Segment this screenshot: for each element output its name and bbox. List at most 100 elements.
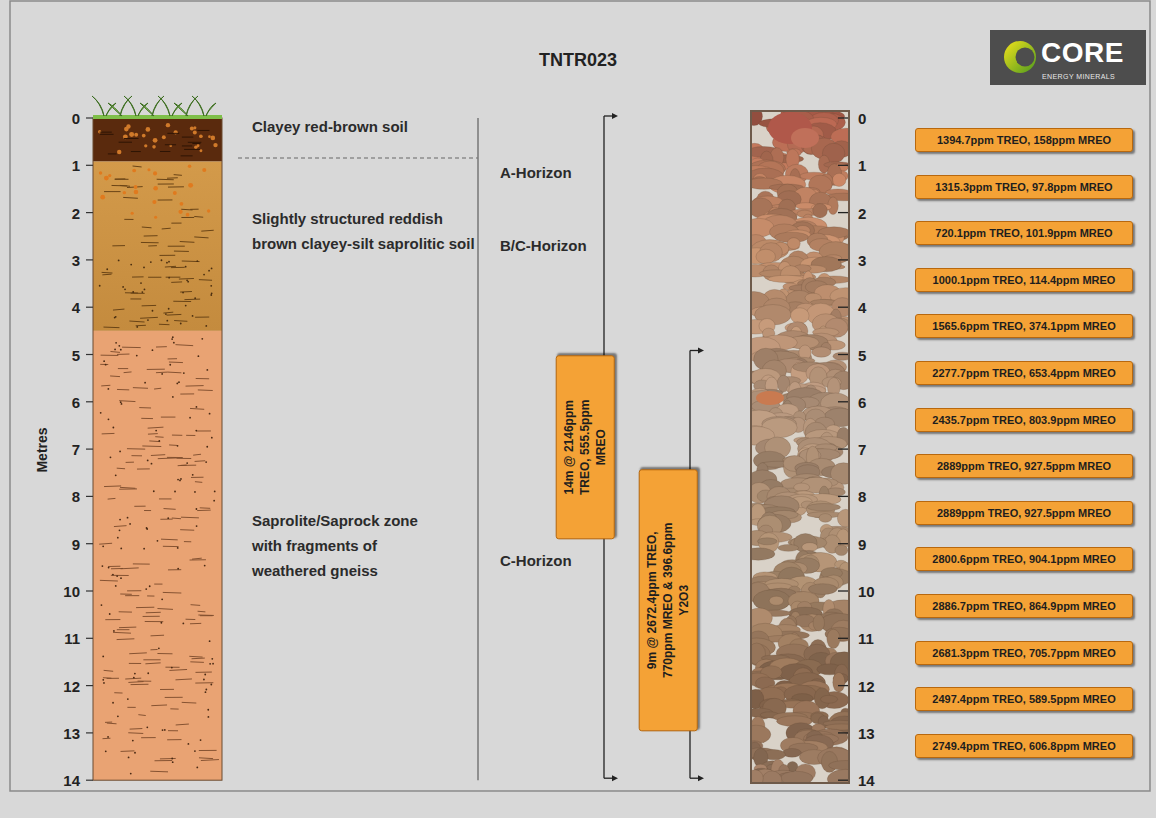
- soil-dot: [115, 316, 117, 318]
- layer-description: Slightly structured reddish brown clayey…: [252, 207, 478, 257]
- saprolite-dash: [142, 445, 161, 447]
- assay-box: 2749.4ppm TREO, 606.8ppm MREO: [915, 734, 1133, 758]
- soil-speck: [188, 164, 192, 168]
- bracket-tick: [604, 778, 613, 779]
- soil-dot: [141, 291, 143, 293]
- saprolite-dash: [172, 435, 182, 436]
- saprolite-dot: [129, 523, 131, 525]
- soil-dash: [112, 245, 125, 246]
- saprolite-dot: [146, 527, 148, 529]
- saprolite-dot: [171, 667, 173, 669]
- soil-dash: [159, 255, 175, 256]
- saprolite-dash: [157, 608, 173, 610]
- soil-layer-bottom: [93, 331, 222, 780]
- saprolite-dash: [136, 607, 154, 608]
- saprolite-dash: [172, 518, 181, 520]
- assay-box: 2889ppm TREO, 927.5ppm MREO: [915, 454, 1133, 478]
- saprolite-dash: [119, 400, 135, 402]
- depth-tick: [86, 212, 93, 213]
- saprolite-dot: [112, 427, 114, 429]
- saprolite-dash: [141, 418, 153, 419]
- soil-speck: [132, 169, 136, 173]
- soil-dot: [180, 323, 182, 325]
- core-fragment: [821, 695, 838, 703]
- soil-dash: [201, 230, 213, 232]
- assay-box: 2277.7ppm TREO, 653.4ppm MREO: [915, 361, 1133, 385]
- page-frame: [10, 1, 1150, 791]
- depth-number: 4: [858, 299, 866, 316]
- saprolite-dot: [195, 430, 197, 432]
- saprolite-dash: [128, 681, 143, 683]
- saprolite-dash: [105, 722, 112, 723]
- saprolite-dot: [177, 547, 179, 549]
- soil-dash: [182, 145, 192, 146]
- soil-dash: [167, 177, 178, 178]
- saprolite-dash: [198, 611, 206, 613]
- grass-leaf: [186, 96, 198, 116]
- saprolite-dash: [108, 498, 116, 500]
- saprolite-dash: [146, 612, 161, 614]
- saprolite-dash: [120, 487, 135, 489]
- depth-tick: [86, 638, 93, 639]
- saprolite-dash: [175, 344, 193, 346]
- soil-dash: [102, 272, 113, 274]
- grass-leaf: [174, 103, 188, 116]
- soil-dash: [158, 199, 173, 200]
- saprolite-dash: [110, 351, 120, 353]
- saprolite-dot: [146, 528, 148, 530]
- core-photo-content: [752, 112, 848, 782]
- saprolite-dash: [192, 658, 205, 660]
- saprolite-dot: [201, 338, 203, 340]
- saprolite-dot: [205, 691, 207, 693]
- assay-box: 2889ppm TREO, 927.5ppm MREO: [915, 501, 1133, 525]
- soil-column: [86, 118, 222, 780]
- core-depth-tick: [838, 590, 848, 591]
- saprolite-dash: [169, 669, 187, 671]
- saprolite-dash: [168, 358, 177, 359]
- saprolite-dash: [133, 387, 148, 389]
- soil-speck: [174, 130, 178, 134]
- depth-number: 12: [858, 677, 875, 694]
- core-depth-tick: [838, 780, 848, 781]
- bracket-arrowhead: [698, 775, 704, 781]
- soil-dash: [184, 149, 200, 150]
- saprolite-dash: [190, 661, 204, 663]
- saprolite-dot: [133, 677, 135, 679]
- soil-dot: [196, 260, 198, 262]
- saprolite-dot: [187, 743, 189, 745]
- saprolite-dash: [168, 569, 181, 570]
- saprolite-dash: [128, 732, 143, 734]
- core-depth-tick: [838, 259, 848, 260]
- saprolite-dash: [165, 697, 183, 698]
- depth-tick: [86, 354, 93, 355]
- saprolite-dot: [214, 491, 216, 493]
- saprolite-dash: [145, 662, 160, 664]
- saprolite-dot: [147, 672, 149, 674]
- saprolite-dot: [152, 349, 154, 351]
- saprolite-dash: [199, 750, 217, 751]
- assay-text: 2886.7ppm TREO, 864.9ppm MREO: [924, 595, 1124, 617]
- saprolite-dot: [102, 679, 104, 681]
- saprolite-dash: [129, 663, 141, 664]
- horizon-label: A-Horizon: [500, 164, 572, 181]
- logo-wordmark: CORE: [1041, 37, 1124, 69]
- depth-number: 0: [72, 110, 80, 127]
- saprolite-dash: [118, 368, 128, 369]
- soil-dot: [211, 292, 213, 294]
- core-fragment: [813, 203, 828, 217]
- saprolite-dot: [209, 413, 211, 415]
- saprolite-dash: [182, 702, 197, 704]
- saprolite-dash: [107, 723, 117, 725]
- saprolite-dot: [182, 623, 184, 625]
- saprolite-dash: [147, 369, 165, 370]
- logo-panel: [990, 30, 1146, 85]
- soil-dot: [165, 313, 167, 315]
- soil-dash: [113, 309, 124, 311]
- saprolite-dash: [189, 656, 202, 658]
- assay-text: 1565.6ppm TREO, 374.1ppm MREO: [924, 315, 1124, 337]
- depth-tick: [86, 685, 93, 686]
- soil-speck: [144, 144, 147, 147]
- grass-leaf: [140, 103, 154, 116]
- saprolite-dash: [180, 393, 194, 394]
